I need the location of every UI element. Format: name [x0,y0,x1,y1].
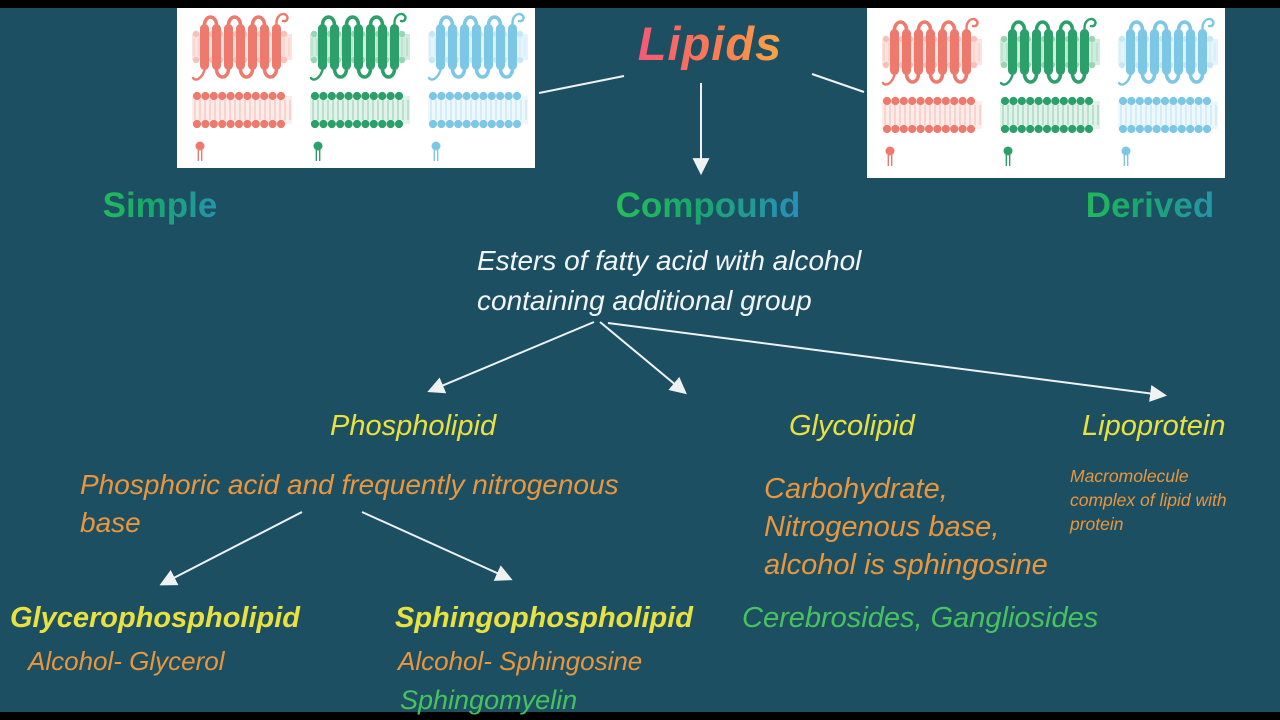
compound-description-line2: containing additional group [477,285,812,316]
membrane-proteins-icon [192,14,528,161]
arrow-compound-to-lipoprotein [607,322,1168,402]
glycerophospholipid-alcohol: Alcohol- Glycerol [28,646,225,676]
branch-phospholipid-label: Phospholipid [330,410,497,442]
phospholipid-description: Phosphoric acid and frequently nitrogeno… [80,466,680,542]
glycerophospholipid-label: Glycerophospholipid [10,602,301,634]
membrane-proteins-icon [882,19,1218,166]
glycolipid-description-line1: Carbohydrate, [764,473,948,505]
membrane-illustration-left [177,8,535,168]
category-derived: Derived [1030,186,1270,226]
phospholipid-description-line1: Phosphoric acid and frequently nitrogeno… [80,469,619,500]
line-lipids-to-left-image [538,75,625,94]
branch-glycolipid-label: Glycolipid [789,410,915,442]
letterbox-top [0,0,1280,8]
lipoprotein-description: Macromolecule complex of lipid with prot… [1070,464,1227,536]
glycolipid-description-line2: Nitrogenous base, [764,511,1000,543]
letterbox-bottom [0,712,1280,720]
page-title: Lipids [560,16,860,71]
sphingophospholipid-label: Sphingophospholipid [395,602,693,634]
category-compound: Compound [578,186,838,226]
branch-lipoprotein-label: Lipoprotein [1082,410,1226,442]
compound-description-line1: Esters of fatty acid with alcohol [477,245,862,276]
glycolipid-description-line3: alcohol is sphingosine [764,549,1048,581]
compound-description: Esters of fatty acid with alcohol contai… [477,241,861,321]
lipoprotein-description-line3: protein [1070,514,1124,534]
membrane-illustration-right [867,8,1225,178]
category-simple: Simple [60,186,260,226]
lipoprotein-description-line1: Macromolecule [1070,466,1189,486]
line-lipids-to-right-image [811,73,865,93]
glycolipid-examples: Cerebrosides, Gangliosides [742,602,1099,634]
sphingophospholipid-alcohol: Alcohol- Sphingosine [398,646,643,676]
glycolipid-description: Carbohydrate, Nitrogenous base, alcohol … [764,470,1048,584]
sphingophospholipid-example: Sphingomyelin [400,685,578,715]
lipoprotein-description-line2: complex of lipid with [1070,490,1227,510]
arrow-compound-to-glycolipid [599,321,687,395]
phospholipid-description-line2: base [80,507,141,538]
arrow-compound-to-phospholipid [427,321,595,394]
